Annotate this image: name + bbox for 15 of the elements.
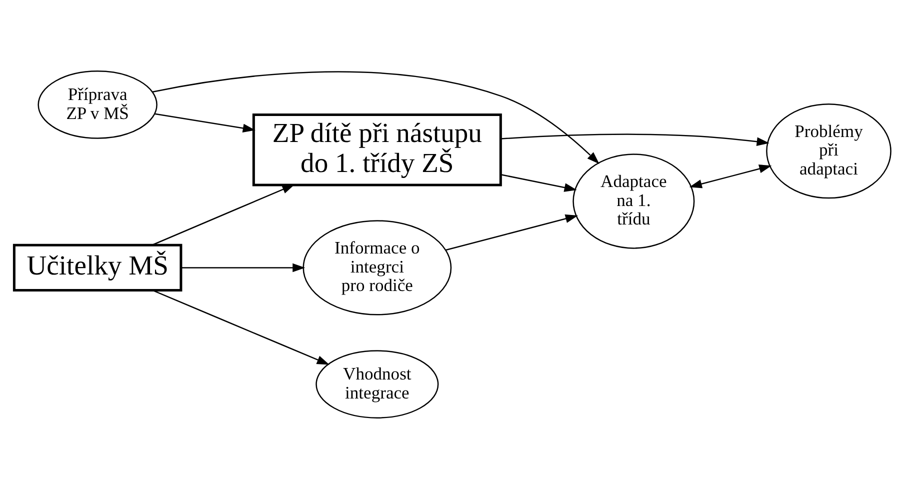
node-box: ZP dítě při nástupu do 1. třídy ZŠ bbox=[252, 112, 502, 186]
arrow bbox=[152, 289, 330, 364]
arrow bbox=[181, 262, 306, 272]
node-box: Učitelky MŠ bbox=[12, 243, 182, 292]
arrow bbox=[154, 112, 256, 132]
node-ellipse: Adaptace na 1. třídu bbox=[572, 153, 695, 248]
node-ellipse: Problémy při adaptaci bbox=[766, 103, 892, 198]
arrow bbox=[500, 133, 770, 146]
node-ellipse: Informace o integrci pro rodiče bbox=[302, 220, 452, 315]
node-ellipse: Příprava ZP v MŠ bbox=[38, 70, 158, 138]
arrow bbox=[689, 164, 772, 188]
arrow bbox=[445, 214, 578, 250]
arrow bbox=[152, 70, 600, 164]
arrow bbox=[500, 174, 577, 192]
arrow bbox=[152, 184, 295, 246]
